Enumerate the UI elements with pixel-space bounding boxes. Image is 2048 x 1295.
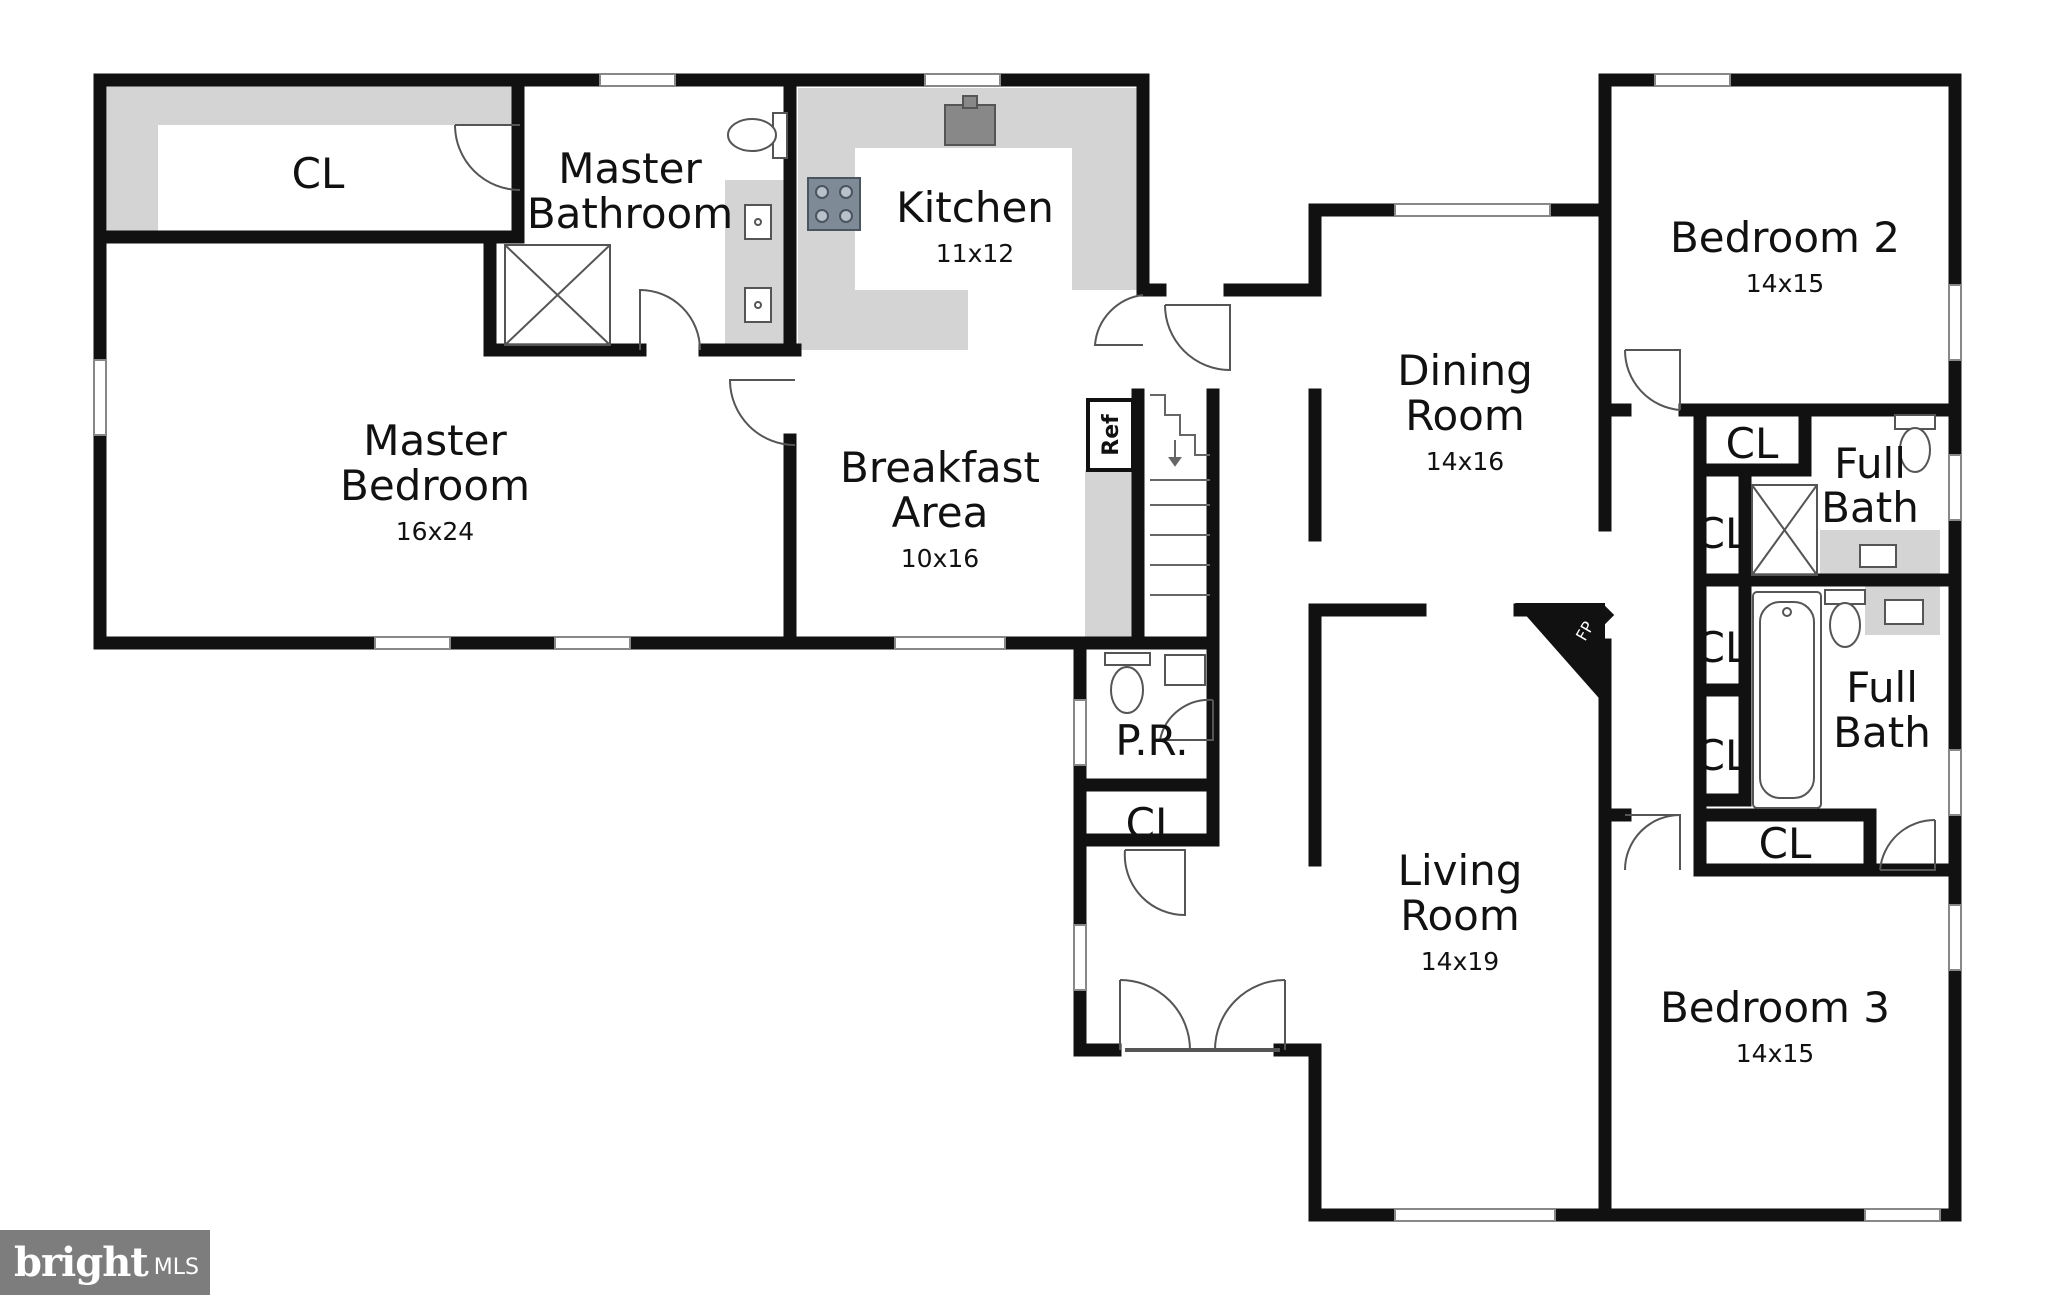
full-bath-2-name-2: Bath: [1833, 708, 1931, 757]
living-room-size: 14x19: [1421, 947, 1499, 976]
room-master-bedroom: Master Bedroom 16x24: [340, 416, 530, 546]
fireplace: FP: [1515, 603, 1605, 705]
master-bathroom-name-2: Bathroom: [527, 189, 733, 238]
shower-master: [504, 244, 611, 346]
watermark-brand: bright: [14, 1239, 149, 1286]
powder-room-name: P.R.: [1115, 716, 1188, 765]
closet-label-hall-3: CL: [1696, 731, 1749, 780]
toilets: [727, 112, 1936, 714]
room-master-bathroom: Master Bathroom: [527, 144, 733, 238]
stove: [807, 177, 861, 231]
master-bedroom-name-1: Master: [363, 416, 507, 465]
closet-label-hall-2: CL: [1696, 623, 1749, 672]
refrigerator-label: Ref: [1099, 414, 1124, 456]
master-bedroom-name-2: Bedroom: [340, 461, 530, 510]
stairs: [1150, 394, 1210, 596]
kitchen-name: Kitchen: [896, 183, 1054, 232]
closet-label-hall-1: CL: [1696, 509, 1749, 558]
master-bathroom-name-1: Master: [558, 144, 702, 193]
breakfast-area-name-2: Area: [892, 488, 989, 537]
closet-label-bedroom-3: CL: [1759, 819, 1812, 868]
sinks: [744, 204, 1924, 686]
room-living-room: Living Room 14x19: [1398, 846, 1523, 976]
closet-label-foyer: CL: [1126, 799, 1179, 848]
shower-bath-1: [1751, 484, 1818, 576]
bedroom-3-size: 14x15: [1736, 1039, 1814, 1068]
bedroom-3-name: Bedroom 3: [1660, 983, 1890, 1032]
doors: [454, 124, 1936, 1052]
room-breakfast-area: Breakfast Area 10x16: [840, 443, 1040, 573]
watermark-suffix: MLS: [153, 1255, 199, 1280]
closet-label-master: CL: [292, 149, 345, 198]
living-room-name-1: Living: [1398, 846, 1523, 895]
room-full-bath-1: Full Bath: [1821, 439, 1919, 532]
bedroom-2-name: Bedroom 2: [1670, 213, 1900, 262]
master-bedroom-size: 16x24: [396, 517, 474, 546]
kitchen-sink: [944, 95, 996, 146]
room-powder-room: P.R.: [1115, 716, 1188, 765]
room-full-bath-2: Full Bath: [1833, 663, 1931, 757]
living-room-name-2: Room: [1400, 891, 1520, 940]
room-bedroom-2: Bedroom 2 14x15: [1670, 213, 1900, 298]
closet-fill-master: [107, 85, 520, 235]
closet-label-bedroom-2: CL: [1726, 419, 1779, 468]
bedroom-2-size: 14x15: [1746, 269, 1824, 298]
windows: [93, 73, 1962, 1222]
watermark-logo: bright MLS: [0, 1230, 210, 1295]
room-kitchen: Kitchen 11x12: [896, 183, 1054, 268]
breakfast-area-name-1: Breakfast: [840, 443, 1040, 492]
bathtub: [1752, 591, 1822, 809]
full-bath-2-name-1: Full: [1846, 663, 1918, 712]
room-bedroom-3: Bedroom 3 14x15: [1660, 983, 1890, 1068]
room-dining-room: Dining Room 14x16: [1397, 346, 1533, 476]
refrigerator: Ref: [1086, 398, 1135, 472]
kitchen-size: 11x12: [936, 239, 1014, 268]
dining-room-size: 14x16: [1426, 447, 1504, 476]
full-bath-1-name-2: Bath: [1821, 483, 1919, 532]
full-bath-1-name-1: Full: [1834, 439, 1906, 488]
dining-room-name-2: Room: [1405, 391, 1525, 440]
counter-breakfast: [1085, 470, 1135, 640]
breakfast-area-size: 10x16: [901, 544, 979, 573]
dining-room-name-1: Dining: [1397, 346, 1533, 395]
